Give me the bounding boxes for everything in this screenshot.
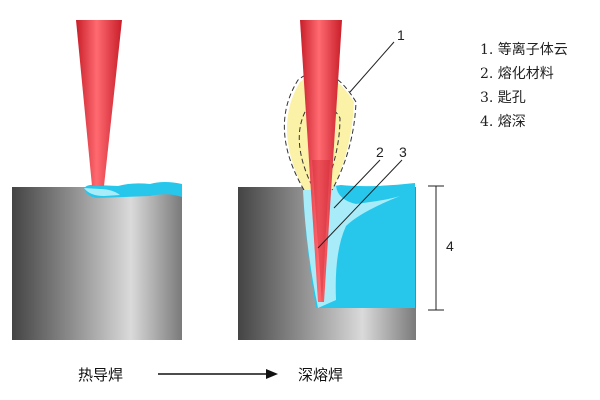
leader-line-2 (333, 159, 381, 209)
legend-item-plasma-cloud: 1. 等离子体云 (480, 42, 568, 58)
leader-line-1 (349, 41, 395, 93)
laser-beam-left (76, 20, 122, 186)
legend-item-molten-material: 2. 熔化材料 (480, 66, 554, 82)
callout-2: 2 (376, 144, 384, 160)
transition-arrow-head (266, 369, 278, 379)
caption-conduction-welding: 热导焊 (78, 366, 124, 384)
caption-deep-penetration-welding: 深熔焊 (298, 366, 344, 384)
callout-3: 3 (399, 144, 407, 160)
workpiece-left (12, 187, 182, 340)
callout-1: 1 (397, 27, 405, 43)
legend: 1. 等离子体云 2. 熔化材料 3. 匙孔 4. 熔深 (480, 38, 568, 134)
callout-4: 4 (446, 238, 454, 254)
leader-line-3 (317, 159, 403, 249)
keyhole-weld-figure (238, 20, 444, 340)
light-melt-left (84, 188, 120, 196)
legend-item-penetration-depth: 4. 熔深 (480, 114, 526, 130)
laser-beam-right (300, 20, 342, 302)
conduction-weld-figure (12, 20, 182, 340)
legend-item-keyhole: 3. 匙孔 (480, 90, 526, 106)
keyhole (312, 160, 330, 302)
plasma-boundary-outer (283, 71, 357, 191)
